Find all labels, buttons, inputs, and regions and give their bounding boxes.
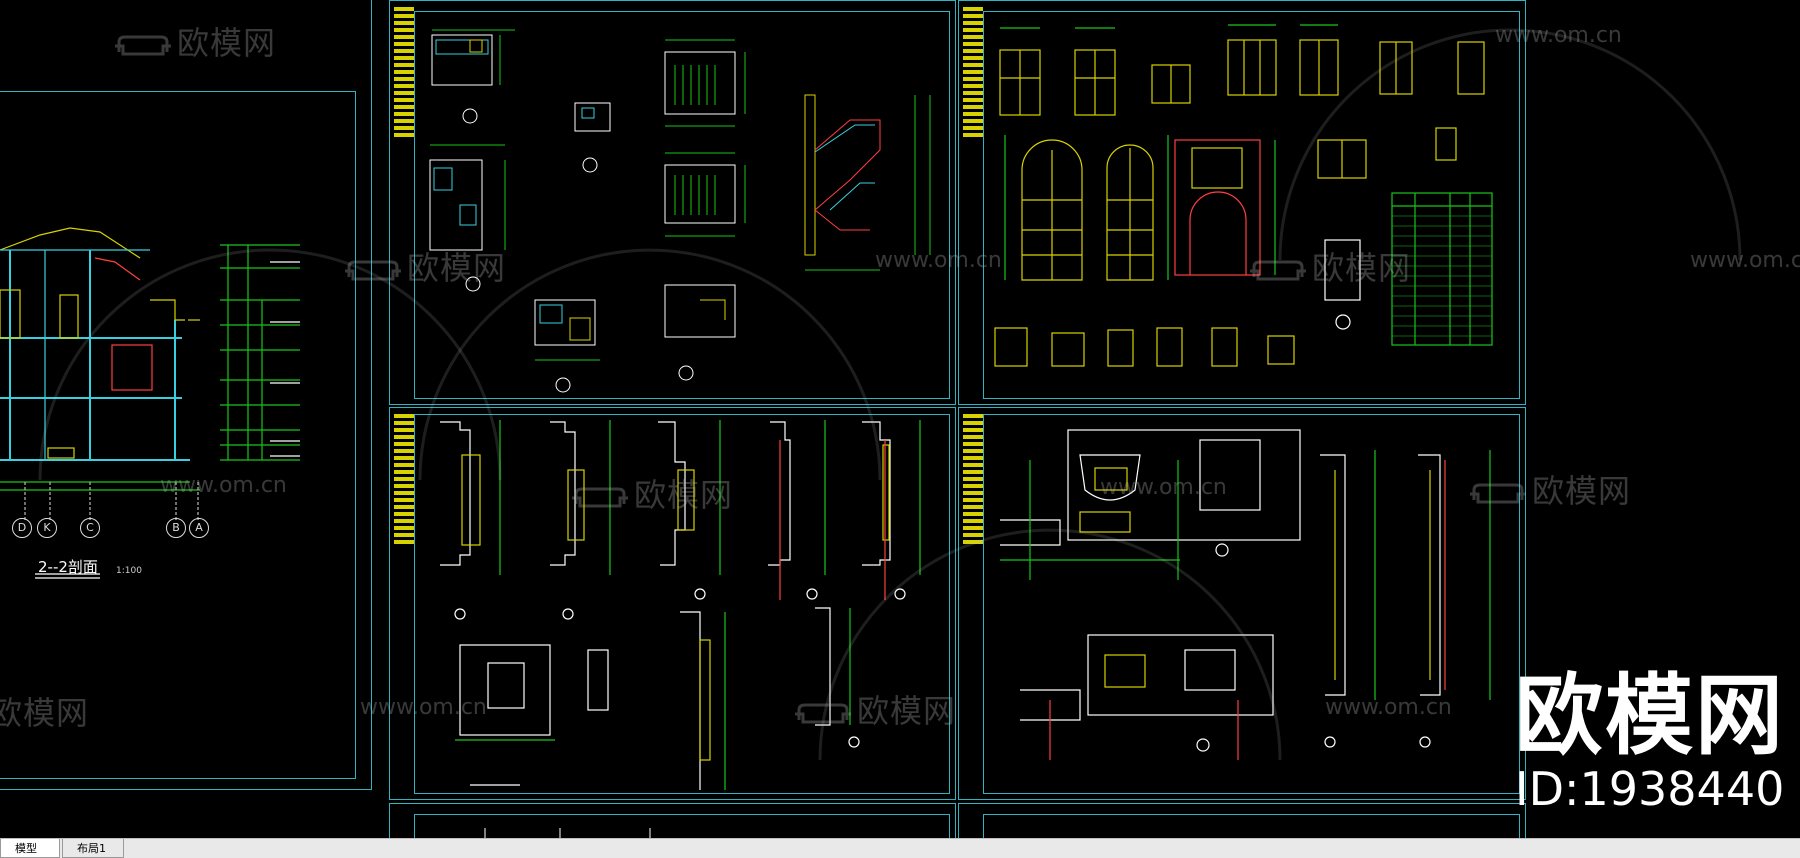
section-title: 2--2剖面 bbox=[38, 558, 98, 576]
detail-plans-drawing bbox=[429, 29, 931, 393]
axis-bubble-b: B bbox=[166, 518, 186, 538]
peek-linework bbox=[484, 828, 651, 838]
brand-badge-id: ID:1938440 bbox=[1515, 762, 1785, 816]
watermark-arcs bbox=[38, 28, 1742, 761]
sheet-window-elevations bbox=[958, 0, 1526, 405]
sheet-bottom-left bbox=[389, 803, 956, 838]
axis-bubble-c: C bbox=[80, 518, 100, 538]
title-strip bbox=[963, 414, 983, 559]
sheet-section-2-2 bbox=[0, 0, 372, 790]
wall-sections-drawing bbox=[440, 420, 921, 790]
section-scale: 1:100 bbox=[116, 566, 142, 576]
title-strip bbox=[394, 414, 414, 559]
tab-layout1-label: 布局1 bbox=[77, 842, 106, 855]
tab-layout1[interactable]: 布局1 bbox=[62, 839, 124, 858]
section-2-2-drawing bbox=[0, 227, 300, 579]
cad-linework bbox=[0, 24, 1742, 838]
eave-details-drawing bbox=[1000, 429, 1491, 760]
model-space-canvas[interactable]: D K C B A 2--2剖面 1:100 欧模网 www.om.cn 欧模网… bbox=[0, 0, 1800, 838]
tab-model[interactable]: 模型 bbox=[0, 839, 60, 858]
layout-tab-bar: 模型 布局1 bbox=[0, 838, 1800, 858]
window-elevations-drawing bbox=[994, 24, 1493, 367]
sheet-detail-plans bbox=[389, 0, 956, 405]
brand-badge-title: 欧模网 bbox=[1515, 664, 1786, 767]
axis-bubble-d: D bbox=[12, 518, 32, 538]
title-strip bbox=[394, 7, 414, 152]
tab-model-label: 模型 bbox=[15, 842, 37, 855]
axis-bubble-k: K bbox=[37, 518, 57, 538]
sheet-wall-sections bbox=[389, 407, 956, 800]
sheet-eave-details bbox=[958, 407, 1526, 800]
axis-bubble-a: A bbox=[189, 518, 209, 538]
title-strip bbox=[963, 7, 983, 152]
sheet-bottom-right bbox=[958, 803, 1526, 838]
